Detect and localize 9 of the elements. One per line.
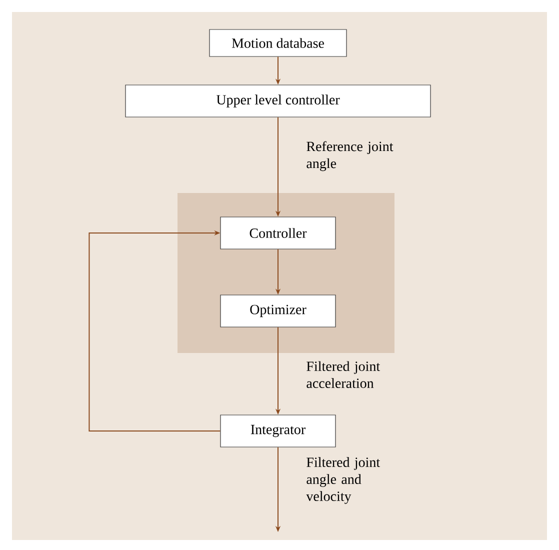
process-box: Motion database xyxy=(209,29,347,57)
process-box: Integrator xyxy=(220,414,336,448)
edge-label: Filtered joint angle and velocity xyxy=(306,457,380,504)
process-box: Controller xyxy=(220,216,336,250)
process-box: Optimizer xyxy=(220,294,336,328)
arrow xyxy=(88,230,221,432)
edge-label: Reference joint angle xyxy=(306,141,394,172)
edge-label: Filtered joint acceleration xyxy=(306,361,380,388)
process-box: Upper level controller xyxy=(125,84,431,118)
